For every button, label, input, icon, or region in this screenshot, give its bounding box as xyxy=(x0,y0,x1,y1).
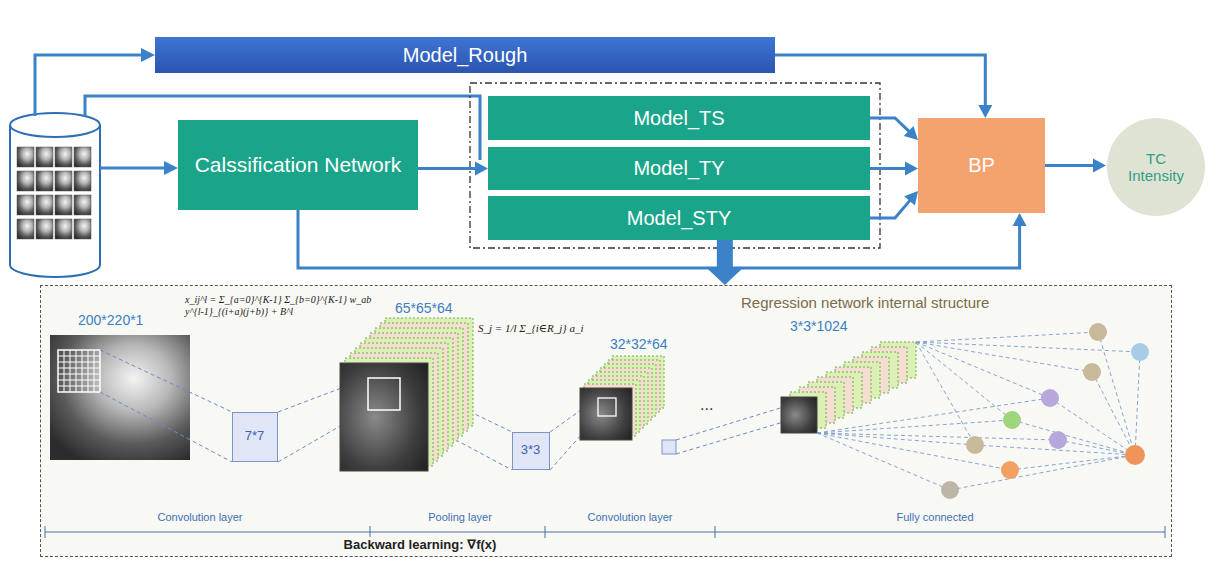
arrow-head xyxy=(904,126,918,140)
connector-line xyxy=(870,118,909,132)
connector-line xyxy=(870,167,906,170)
arrow-head xyxy=(141,48,155,62)
feature-map-stack xyxy=(340,318,473,471)
arrow-head xyxy=(475,162,488,176)
arrow-head xyxy=(978,105,992,118)
node-text: 7*7 xyxy=(245,429,265,444)
panel-heading: Regression network internal structure xyxy=(741,294,989,311)
connector-arrow xyxy=(870,118,918,140)
layer-label: Convolution layer xyxy=(588,511,673,524)
kernel-grid xyxy=(58,350,100,392)
arrow-head xyxy=(708,269,742,285)
node-text: TC Intensity xyxy=(1119,150,1193,185)
arrow-head xyxy=(905,162,918,176)
node-text: Model_STY xyxy=(627,207,732,230)
kernel-box xyxy=(662,440,676,454)
arrow-head xyxy=(164,161,178,175)
feature-map-stack xyxy=(781,342,916,433)
process-box: Model_TY xyxy=(488,147,870,190)
connector-line xyxy=(717,240,733,270)
dimension-label: 3*3*1024 xyxy=(790,318,848,335)
database-cylinder xyxy=(10,113,100,277)
dimension-label: 65*65*64 xyxy=(395,300,453,317)
arrow-head xyxy=(904,191,918,205)
fc-connection xyxy=(817,332,1140,490)
layer-label: Pooling layer xyxy=(428,511,492,524)
kernel-box: 7*7 xyxy=(232,412,278,462)
formula: x_ij^l = Σ_{a=0}^{K-1} Σ_{b=0}^{K-1} w_a… xyxy=(185,294,385,318)
caption-note: Backward learning: ∇f(x) xyxy=(341,537,500,553)
result-circle: TC Intensity xyxy=(1106,117,1206,217)
dimension-label: 32*32*64 xyxy=(610,336,668,353)
panel-ground xyxy=(40,285,1172,557)
node-text: BP xyxy=(968,154,995,177)
process-box: Model_TS xyxy=(488,96,870,140)
kernel-window xyxy=(368,378,400,410)
node-text: 3*3 xyxy=(521,443,541,458)
connector-line xyxy=(418,167,476,170)
formula: S_j = 1/l Σ_{i∈R_j} a_i xyxy=(478,322,583,335)
dimension-label: 200*220*1 xyxy=(78,312,143,329)
connector-arrow xyxy=(870,191,918,218)
process-box: Calssification Network xyxy=(178,120,418,210)
layer-axis xyxy=(45,526,1165,538)
connector-arrow xyxy=(870,162,918,176)
neuron xyxy=(941,323,1149,499)
layer-label: Fully connected xyxy=(896,511,973,524)
arrow-head xyxy=(1093,159,1106,173)
connector-arrow xyxy=(418,162,488,176)
model-bar: Model_Rough xyxy=(155,37,775,73)
node-text: Model_TY xyxy=(633,157,724,180)
feature-map-stack xyxy=(580,356,664,440)
process-box: BP xyxy=(918,118,1045,213)
node-text: Calssification Network xyxy=(195,153,402,177)
connector-line xyxy=(1045,164,1094,167)
process-box: Model_STY xyxy=(488,196,870,240)
node-text: Model_Rough xyxy=(403,44,528,67)
ellipsis: ... xyxy=(700,395,713,414)
node-text: Model_TS xyxy=(633,107,724,130)
connector-line xyxy=(870,200,910,218)
group-outline xyxy=(470,83,880,248)
kernel-window xyxy=(598,398,616,416)
circle-shape xyxy=(1107,118,1205,216)
layer-label: Convolution layer xyxy=(158,511,243,524)
arrow-head xyxy=(1013,213,1027,226)
connector-arrow xyxy=(1045,159,1106,173)
satellite-image xyxy=(50,335,190,460)
block-arrow xyxy=(708,240,742,285)
kernel-box: 3*3 xyxy=(512,432,550,470)
